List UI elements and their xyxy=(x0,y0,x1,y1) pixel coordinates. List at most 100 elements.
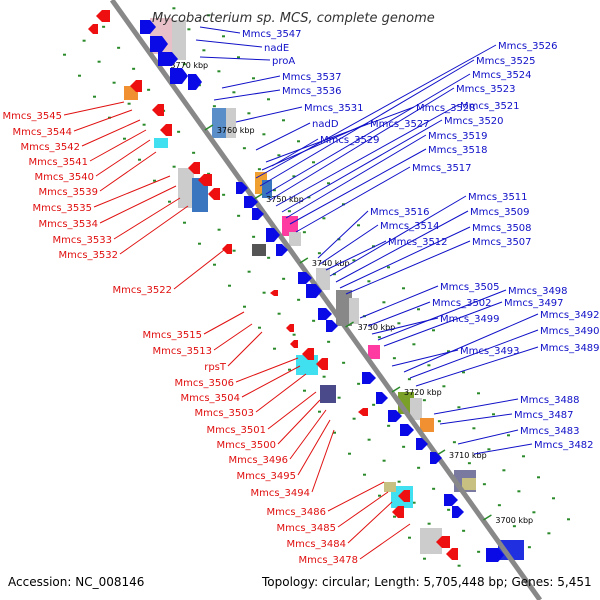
gene-label-reverse[interactable]: Mmcs_3515 xyxy=(142,330,202,341)
gene-label-reverse[interactable]: Mmcs_3501 xyxy=(206,425,266,436)
gene-label-forward[interactable]: Mmcs_3509 xyxy=(470,207,530,218)
gene-label-reverse[interactable]: Mmcs_3535 xyxy=(32,203,92,214)
gene-label-forward[interactable]: Mmcs_3499 xyxy=(440,314,500,325)
gene-label-reverse[interactable]: Mmcs_3500 xyxy=(216,440,276,451)
gene-label-reverse[interactable]: Mmcs_3503 xyxy=(194,408,254,419)
leader-line xyxy=(473,443,533,455)
gene-arrow xyxy=(88,24,98,34)
track-dot xyxy=(357,382,361,385)
gene-label-reverse[interactable]: Mmcs_3522 xyxy=(112,285,172,296)
leader-line xyxy=(63,101,125,116)
gene-label-forward[interactable]: Mmcs_3498 xyxy=(508,286,568,297)
gene-label-reverse[interactable]: Mmcs_3542 xyxy=(20,142,80,153)
gene-label-forward[interactable]: Mmcs_3517 xyxy=(412,163,472,174)
gene-label-forward[interactable]: nadD xyxy=(312,119,339,130)
tick-mark xyxy=(253,193,263,200)
gene-label-reverse[interactable]: Mmcs_3478 xyxy=(298,555,358,566)
leader-line xyxy=(199,26,241,34)
gene-arrow xyxy=(244,196,258,208)
gene-label-forward[interactable]: Mmcs_3527 xyxy=(370,119,430,130)
gene-label-forward[interactable]: Mmcs_3507 xyxy=(472,237,532,248)
gene-label-forward[interactable]: nadE xyxy=(264,43,289,54)
leader-line xyxy=(377,289,507,341)
gene-label-reverse[interactable]: Mmcs_3539 xyxy=(38,187,98,198)
gene-label-reverse[interactable]: Mmcs_3484 xyxy=(286,539,346,550)
gene-label-reverse[interactable]: Mmcs_3504 xyxy=(180,393,240,404)
leader-line xyxy=(325,240,387,271)
genome-axis-line xyxy=(109,0,543,600)
gene-label-forward[interactable]: Mmcs_3537 xyxy=(282,72,342,83)
gene-label-reverse[interactable]: Mmcs_3544 xyxy=(12,127,72,138)
leader-line xyxy=(285,134,427,219)
gene-label-forward[interactable]: Mmcs_3483 xyxy=(520,426,580,437)
gene-label-reverse[interactable]: Mmcs_3486 xyxy=(266,507,326,518)
gene-label-forward[interactable]: Mmcs_3511 xyxy=(468,192,528,203)
gene-label-forward[interactable]: Mmcs_3524 xyxy=(472,70,532,81)
feature-block xyxy=(289,232,301,246)
gene-label-forward[interactable]: Mmcs_3523 xyxy=(456,84,516,95)
topology-text: Topology: circular; Length: 5,705,448 bp… xyxy=(262,575,592,589)
leader-line xyxy=(433,398,519,415)
track-dot xyxy=(537,476,540,479)
track-dot xyxy=(228,284,231,287)
gene-label-forward[interactable]: Mmcs_3525 xyxy=(476,56,536,67)
track-dot xyxy=(292,175,296,178)
gene-label-reverse[interactable]: rpsT xyxy=(204,362,227,373)
gene-arrow xyxy=(416,438,428,450)
gene-label-forward[interactable]: Mmcs_3490 xyxy=(540,326,600,337)
gene-label-forward[interactable]: Mmcs_3514 xyxy=(380,221,440,232)
gene-label-reverse[interactable]: Mmcs_3540 xyxy=(34,172,94,183)
track-dot xyxy=(532,511,536,514)
track-dot xyxy=(412,501,416,504)
gene-label-reverse[interactable]: Mmcs_3495 xyxy=(236,471,296,482)
track-dot xyxy=(393,515,396,518)
gene-label-forward[interactable]: Mmcs_3531 xyxy=(304,103,364,114)
track-dot xyxy=(172,165,176,168)
gene-label-reverse[interactable]: Mmcs_3513 xyxy=(152,346,212,357)
track-dot xyxy=(342,203,345,206)
gene-arrow xyxy=(266,228,280,242)
gene-label-forward[interactable]: Mmcs_3492 xyxy=(540,310,600,321)
gene-label-reverse[interactable]: Mmcs_3532 xyxy=(58,250,118,261)
gene-label-forward[interactable]: Mmcs_3487 xyxy=(514,410,574,421)
gene-label-forward[interactable]: Mmcs_3482 xyxy=(534,440,594,451)
gene-arrow xyxy=(392,506,404,518)
gene-label-reverse[interactable]: Mmcs_3494 xyxy=(250,488,310,499)
gene-label-forward[interactable]: Mmcs_3489 xyxy=(540,343,600,354)
gene-label-forward[interactable]: Mmcs_3529 xyxy=(320,135,380,146)
gene-label-forward[interactable]: Mmcs_3497 xyxy=(504,298,564,309)
gene-label-forward[interactable]: Mmcs_3520 xyxy=(444,116,504,127)
track-dot xyxy=(467,462,471,465)
gene-label-forward[interactable]: Mmcs_3526 xyxy=(498,41,558,52)
gene-label-forward[interactable]: Mmcs_3519 xyxy=(428,131,488,142)
leader-line xyxy=(221,75,281,89)
gene-label-forward[interactable]: Mmcs_3521 xyxy=(460,101,520,112)
gene-label-forward[interactable]: Mmcs_3518 xyxy=(428,145,488,156)
gene-label-reverse[interactable]: Mmcs_3506 xyxy=(174,378,234,389)
gene-label-reverse[interactable]: Mmcs_3533 xyxy=(52,235,112,246)
gene-label-forward[interactable]: Mmcs_3536 xyxy=(282,86,342,97)
gene-label-forward[interactable]: Mmcs_3516 xyxy=(370,207,430,218)
leader-line xyxy=(345,240,471,295)
gene-label-reverse[interactable]: Mmcs_3545 xyxy=(2,111,62,122)
gene-label-reverse[interactable]: Mmcs_3534 xyxy=(38,219,98,230)
leader-line xyxy=(335,210,469,283)
gene-label-forward[interactable]: Mmcs_3505 xyxy=(440,282,500,293)
track-dot xyxy=(222,193,226,196)
track-dot xyxy=(123,137,126,140)
gene-label-reverse[interactable]: Mmcs_3485 xyxy=(276,523,336,534)
gene-label-forward[interactable]: Mmcs_3512 xyxy=(388,237,448,248)
leader-line xyxy=(275,104,459,207)
gene-label-forward[interactable]: Mmcs_3502 xyxy=(432,298,492,309)
gene-label-forward[interactable]: Mmcs_3488 xyxy=(520,395,580,406)
gene-label-forward[interactable]: Mmcs_3528 xyxy=(416,103,476,114)
gene-label-forward[interactable]: Mmcs_3547 xyxy=(242,29,302,40)
feature-block xyxy=(252,244,266,256)
gene-label-reverse[interactable]: Mmcs_3541 xyxy=(28,157,88,168)
gene-label-forward[interactable]: proA xyxy=(272,56,295,67)
gene-label-forward[interactable]: Mmcs_3508 xyxy=(472,223,532,234)
gene-label-forward[interactable]: Mmcs_3493 xyxy=(460,346,520,357)
track-dot xyxy=(207,172,211,175)
gene-label-reverse[interactable]: Mmcs_3496 xyxy=(228,455,288,466)
